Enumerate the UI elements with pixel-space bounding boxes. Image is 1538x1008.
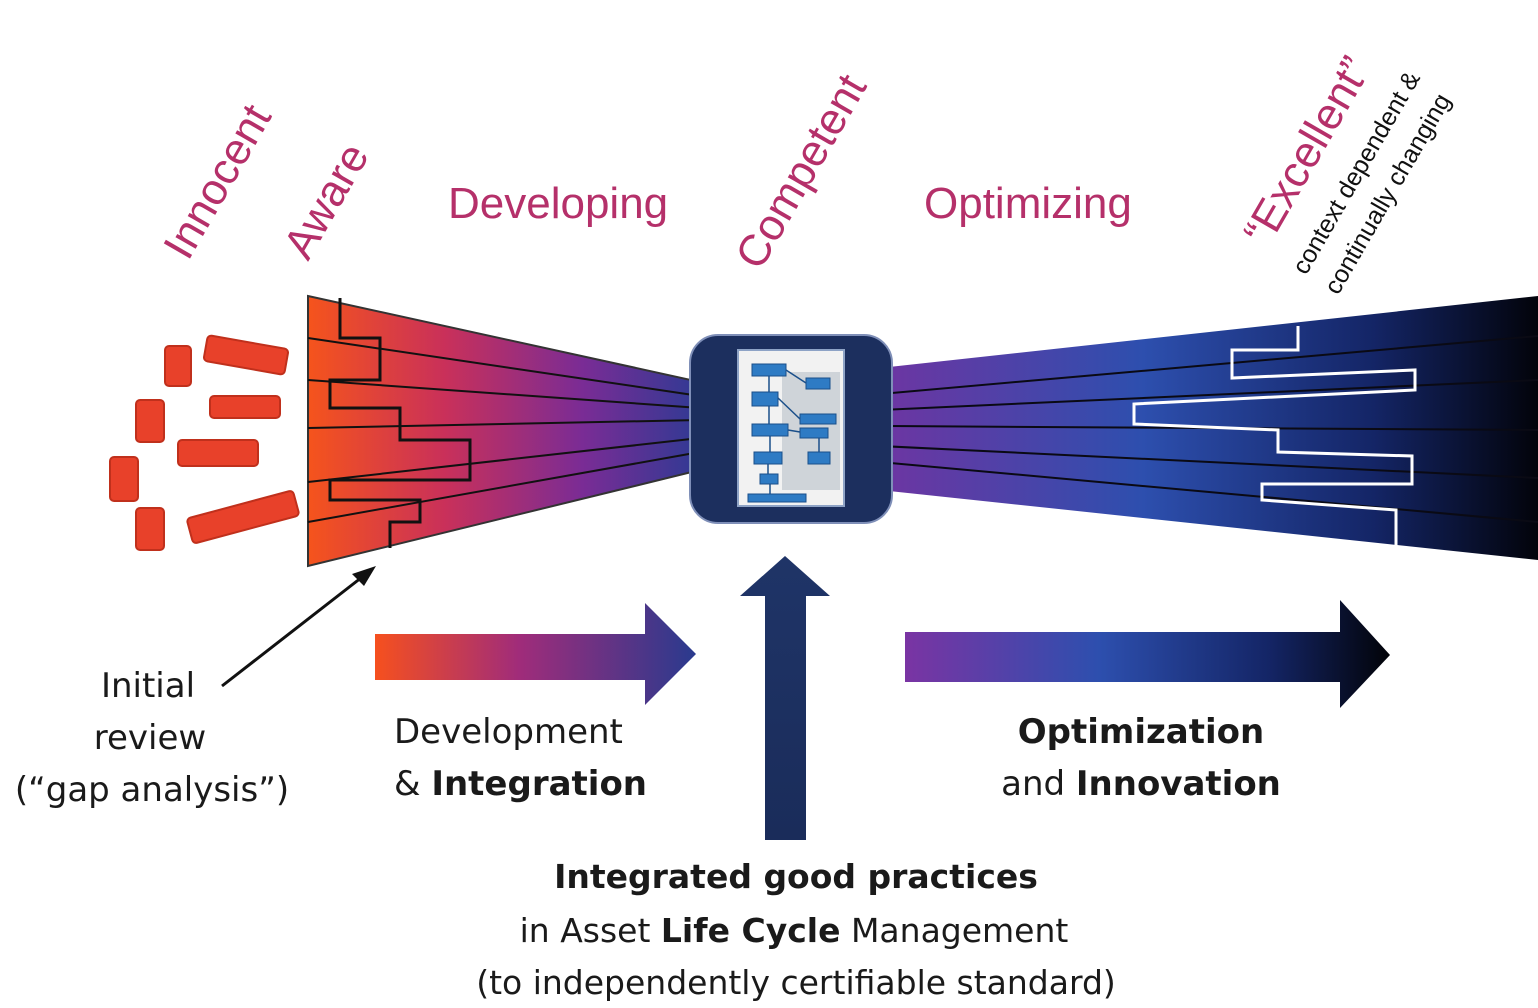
fragment-6	[209, 395, 281, 419]
svg-text:Integrated good practices: Integrated good practices	[554, 857, 1038, 896]
fragment-4	[135, 507, 165, 551]
optimization-innovation-label: Optimization and Innovation	[1001, 712, 1281, 804]
fragment-3	[109, 456, 139, 502]
svg-text:Development: Development	[394, 712, 623, 752]
fragment-1	[164, 345, 192, 387]
optimized-profile	[1132, 326, 1417, 550]
integration-up-arrow	[740, 556, 830, 840]
development-integration-label: Development & Integration	[394, 712, 647, 804]
central-framework-box	[689, 334, 893, 524]
fragment-7	[177, 439, 259, 467]
svg-text:Optimization: Optimization	[1018, 712, 1264, 752]
development-arrow	[375, 603, 696, 705]
fragment-8	[186, 490, 300, 544]
stage-aware: Aware	[274, 135, 378, 267]
right-funnel	[879, 296, 1538, 560]
optimization-arrow	[905, 600, 1390, 708]
initial-review-arrow	[221, 566, 376, 688]
stage-competent: Competent	[726, 66, 876, 277]
stage-labels: Innocent Aware Developing Competent Opti…	[154, 49, 1456, 299]
stage-developing: Developing	[448, 179, 668, 228]
initial-review-profile	[328, 298, 472, 548]
svg-text:Initial: Initial	[101, 666, 195, 706]
left-funnel	[307, 294, 701, 568]
fragment-2	[135, 399, 165, 443]
svg-text:review: review	[94, 718, 206, 758]
stage-optimizing: Optimizing	[924, 179, 1132, 228]
svg-text:(to independently certifiable: (to independently certifiable standard)	[476, 963, 1116, 1002]
fragment-5	[202, 334, 290, 376]
stage-innocent: Innocent	[154, 96, 281, 267]
svg-text:and Innovation: and Innovation	[1001, 764, 1281, 804]
initial-review-label: Initial review (“gap analysis”)	[15, 666, 289, 810]
svg-text:in Asset Life Cycle Management: in Asset Life Cycle Management	[520, 911, 1069, 950]
integrated-good-practices-label: Integrated good practices in Asset Life …	[476, 857, 1116, 1002]
fragmented-practices	[109, 334, 300, 551]
svg-text:(“gap analysis”): (“gap analysis”)	[15, 770, 289, 810]
svg-text:& Integration: & Integration	[394, 764, 647, 804]
